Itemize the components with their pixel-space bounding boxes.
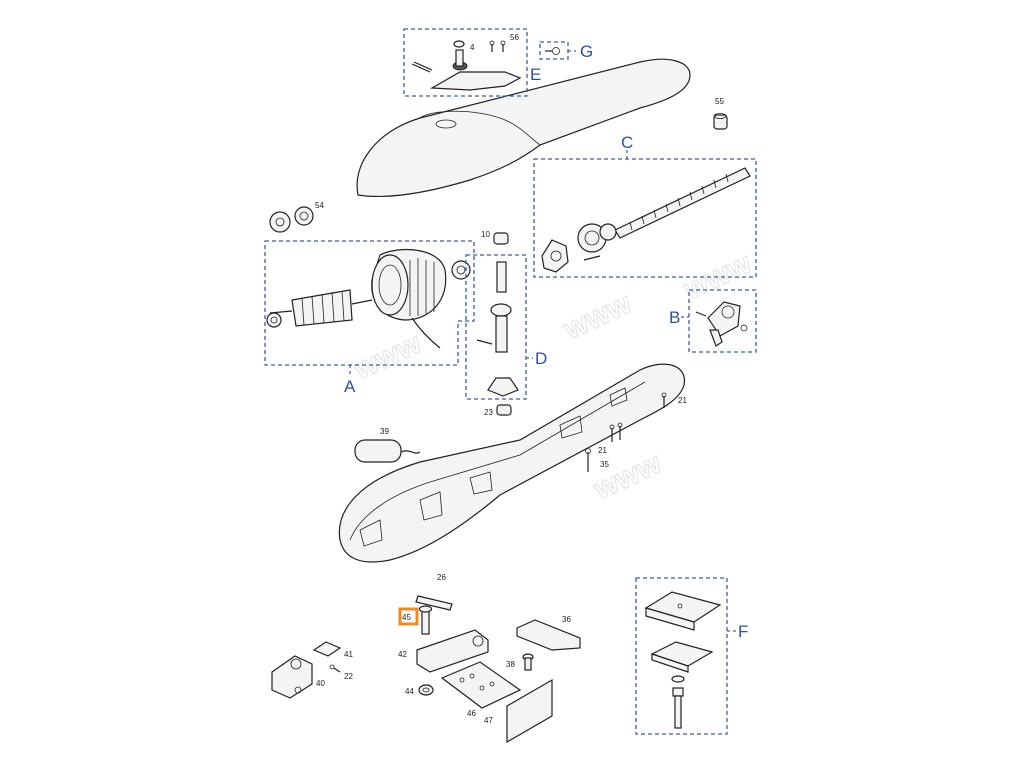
part-54[interactable]: 54 bbox=[269, 201, 324, 233]
part-label-35: 35 bbox=[600, 460, 609, 469]
part-44[interactable]: 44 bbox=[405, 684, 434, 696]
group-label-d[interactable]: D bbox=[535, 349, 547, 368]
group-label-e[interactable]: E bbox=[530, 65, 541, 84]
part-label-23: 23 bbox=[484, 408, 493, 417]
main-housing[interactable] bbox=[338, 363, 685, 563]
group-b[interactable]: B bbox=[669, 289, 757, 353]
top-cover[interactable] bbox=[356, 58, 691, 198]
highlight-box-45[interactable] bbox=[398, 607, 419, 626]
part-41[interactable]: 41 bbox=[312, 641, 353, 659]
group-e-parts bbox=[411, 40, 522, 91]
group-g[interactable]: G bbox=[539, 41, 593, 61]
part-label-42: 42 bbox=[398, 650, 407, 659]
group-label-a[interactable]: A bbox=[344, 377, 356, 396]
part-label-56: 56 bbox=[510, 33, 519, 42]
part-36[interactable]: 36 bbox=[516, 615, 581, 651]
part-55[interactable]: 55 bbox=[713, 97, 728, 130]
part-38[interactable]: 38 bbox=[506, 653, 534, 671]
group-f[interactable]: F bbox=[635, 577, 748, 735]
part-label-4: 4 bbox=[470, 43, 475, 52]
group-d[interactable]: D bbox=[465, 254, 547, 400]
group-d-parts bbox=[476, 261, 519, 397]
svg-text:www: www bbox=[348, 327, 427, 387]
group-label-g[interactable]: G bbox=[580, 42, 593, 61]
group-f-parts bbox=[644, 591, 722, 729]
part-label-26: 26 bbox=[437, 573, 446, 582]
part-40[interactable]: 40 bbox=[271, 655, 325, 699]
part-label-21-upper: 21 bbox=[678, 396, 687, 405]
group-label-c[interactable]: C bbox=[621, 133, 633, 152]
group-g-part bbox=[545, 47, 560, 55]
group-c[interactable]: C bbox=[533, 133, 757, 278]
part-label-36: 36 bbox=[562, 615, 571, 624]
part-22[interactable]: 22 bbox=[329, 664, 353, 681]
part-label-22: 22 bbox=[344, 672, 353, 681]
part-label-47: 47 bbox=[484, 716, 493, 725]
part-45[interactable]: 45 bbox=[398, 605, 433, 635]
part-label-38: 38 bbox=[506, 660, 515, 669]
part-21-upper[interactable]: 21 bbox=[661, 392, 687, 408]
part-label-21-lower: 21 bbox=[598, 446, 607, 455]
part-39[interactable]: 39 bbox=[354, 427, 421, 463]
part-label-55: 55 bbox=[715, 97, 724, 106]
svg-text:www: www bbox=[558, 287, 637, 347]
part-35[interactable]: 35 bbox=[585, 448, 610, 473]
part-10[interactable]: 10 bbox=[481, 230, 509, 245]
part-label-39: 39 bbox=[380, 427, 389, 436]
group-c-parts bbox=[541, 167, 751, 273]
part-23[interactable]: 23 bbox=[484, 404, 512, 417]
part-label-46: 46 bbox=[467, 709, 476, 718]
part-47[interactable]: 47 bbox=[484, 678, 553, 744]
group-a-parts bbox=[266, 249, 471, 349]
part-label-54: 54 bbox=[315, 201, 324, 210]
group-b-parts bbox=[695, 301, 748, 347]
group-e[interactable]: 4 56 E bbox=[403, 28, 541, 97]
group-label-f[interactable]: F bbox=[738, 622, 748, 641]
part-label-44: 44 bbox=[405, 687, 414, 696]
part-26[interactable]: 26 bbox=[415, 573, 453, 611]
svg-text:www: www bbox=[588, 447, 667, 507]
part-label-45: 45 bbox=[402, 613, 411, 622]
part-label-40: 40 bbox=[316, 679, 325, 688]
group-label-b[interactable]: B bbox=[669, 308, 680, 327]
part-21-lower[interactable]: 21 bbox=[598, 422, 623, 455]
part-46[interactable]: 46 bbox=[440, 661, 522, 718]
group-a[interactable]: A bbox=[264, 240, 475, 396]
part-label-10: 10 bbox=[481, 230, 490, 239]
part-42[interactable]: 42 bbox=[398, 629, 489, 673]
part-label-41: 41 bbox=[344, 650, 353, 659]
